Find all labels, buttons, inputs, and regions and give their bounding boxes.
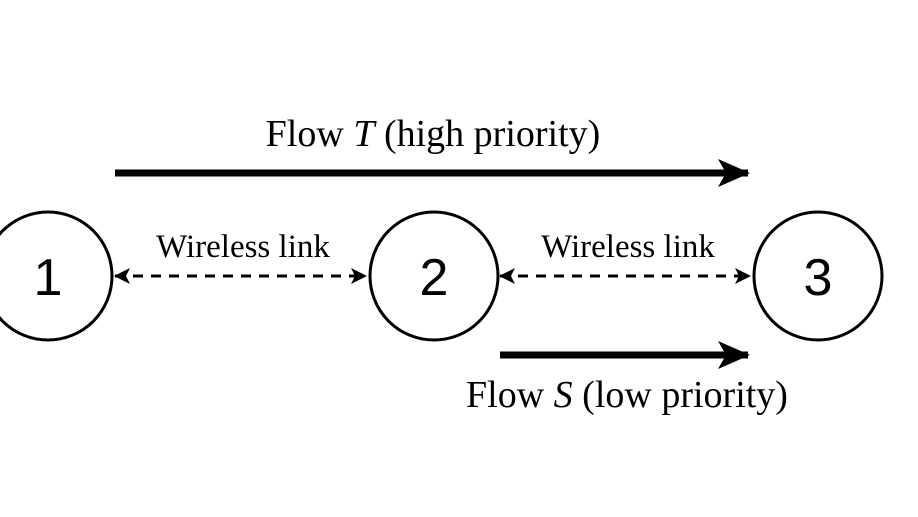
- node-1-label: 1: [34, 249, 63, 307]
- node-2: 2: [368, 210, 500, 342]
- link-1-2-label: Wireless link: [156, 229, 330, 265]
- flow-s-label: Flow S (low priority): [466, 374, 788, 416]
- flow-t-label: Flow T (high priority): [266, 113, 601, 155]
- node-1: 1: [0, 210, 114, 342]
- link-2-3-label: Wireless link: [541, 229, 715, 265]
- node-3: 3: [752, 210, 884, 342]
- node-2-label: 2: [420, 249, 449, 307]
- node-3-label: 3: [804, 249, 833, 307]
